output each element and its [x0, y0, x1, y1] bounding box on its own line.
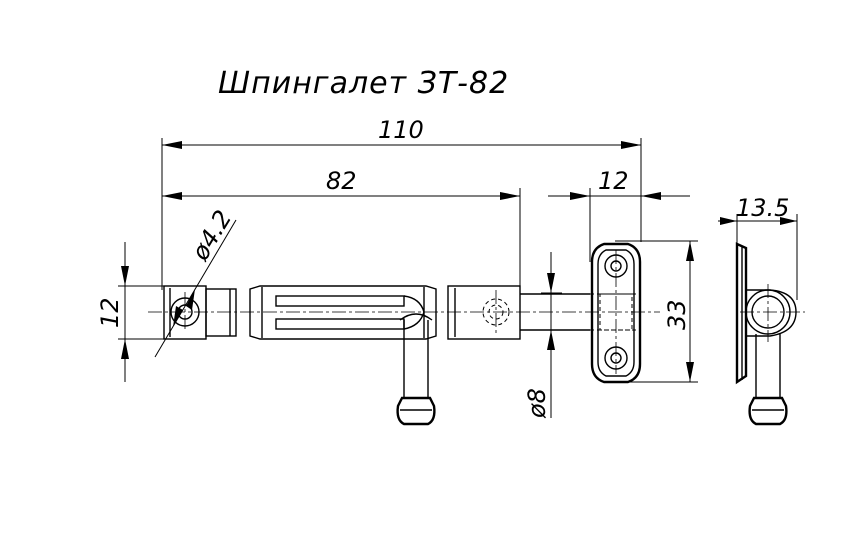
dimension-strike-height: 33 [615, 240, 698, 383]
dimension-label-13-5: 13.5 [736, 194, 789, 222]
dimension-mount-hole: ø4.2 [154, 205, 238, 358]
dimension-label-33: 33 [663, 299, 691, 330]
dimension-body-height: 12 [96, 242, 206, 382]
dimension-label-12-top: 12 [598, 167, 629, 195]
dimension-overall-length: 110 [161, 116, 642, 290]
latch-front-view [148, 285, 660, 426]
dimension-bolt-diameter: ø8 [523, 252, 562, 419]
dimension-label-82: 82 [326, 167, 357, 195]
dimension-label-110: 110 [378, 116, 424, 144]
dimension-side-depth: 13.5 [718, 194, 798, 300]
dimension-label-diameter-8: ø8 [523, 388, 551, 419]
latch-side-view [735, 242, 805, 426]
dimension-bolt-body-length: 82 [162, 167, 521, 290]
drawing-title: Шпингалет ЗТ-82 [218, 66, 509, 101]
dimension-label-12-left: 12 [96, 297, 124, 328]
dimension-strike-width: 12 [548, 167, 690, 262]
strike-plate [590, 242, 642, 384]
dimension-label-diameter-4-2: ø4.2 [186, 205, 238, 266]
